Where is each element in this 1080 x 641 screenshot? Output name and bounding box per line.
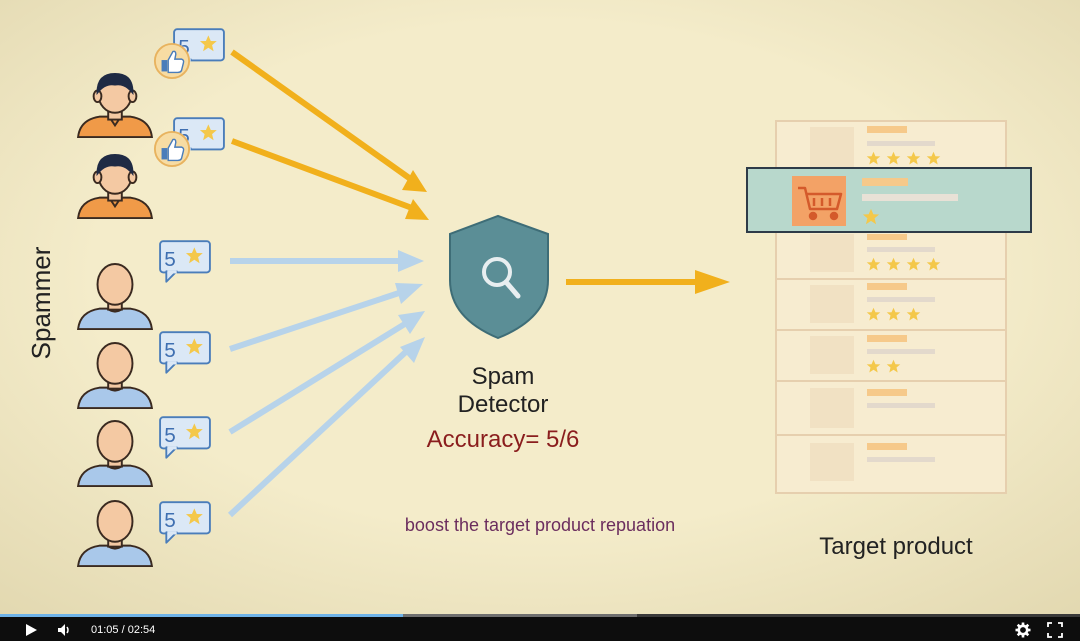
thumbs-up-icon — [153, 42, 191, 80]
time-separator: / — [121, 624, 125, 636]
spam-arrows — [230, 49, 414, 211]
video-controls-bar: 01:05 / 02:54 — [0, 614, 1080, 641]
arrowhead — [398, 311, 425, 334]
target-product-row — [746, 167, 1032, 233]
current-time: 01:05 — [91, 624, 119, 636]
progress-played — [0, 614, 403, 617]
spammer-label: Spammer — [26, 246, 56, 359]
spam-detector-shield-icon — [449, 214, 549, 340]
detector-title-line1: Spam — [472, 363, 535, 390]
normal-review-arrows — [227, 258, 413, 518]
arrowhead — [395, 283, 423, 304]
arrowhead — [400, 337, 425, 363]
arrowhead — [398, 250, 424, 272]
arrowhead — [695, 270, 730, 294]
arrowhead — [402, 170, 427, 192]
target-product-label: Target product — [819, 533, 973, 560]
play-icon[interactable] — [24, 623, 38, 637]
duration: 02:54 — [127, 624, 156, 636]
fullscreen-icon[interactable] — [1047, 622, 1063, 638]
search-icon — [482, 257, 512, 287]
accuracy-label: Accuracy= 5/6 — [427, 426, 580, 453]
arrowhead — [405, 199, 429, 220]
volume-icon[interactable] — [57, 623, 73, 637]
detector-title-line2: Detector — [458, 391, 549, 418]
gear-icon[interactable] — [1015, 622, 1031, 638]
shopping-cart-icon — [798, 186, 843, 221]
progress-bar[interactable] — [0, 614, 1080, 617]
caption-text: boost the target product repuation — [405, 515, 675, 535]
thumbs-up-icon — [153, 130, 191, 168]
time-display: 01:05 / 02:54 — [91, 624, 155, 636]
diagram-canvas: 5 Spammer — [0, 0, 1080, 614]
